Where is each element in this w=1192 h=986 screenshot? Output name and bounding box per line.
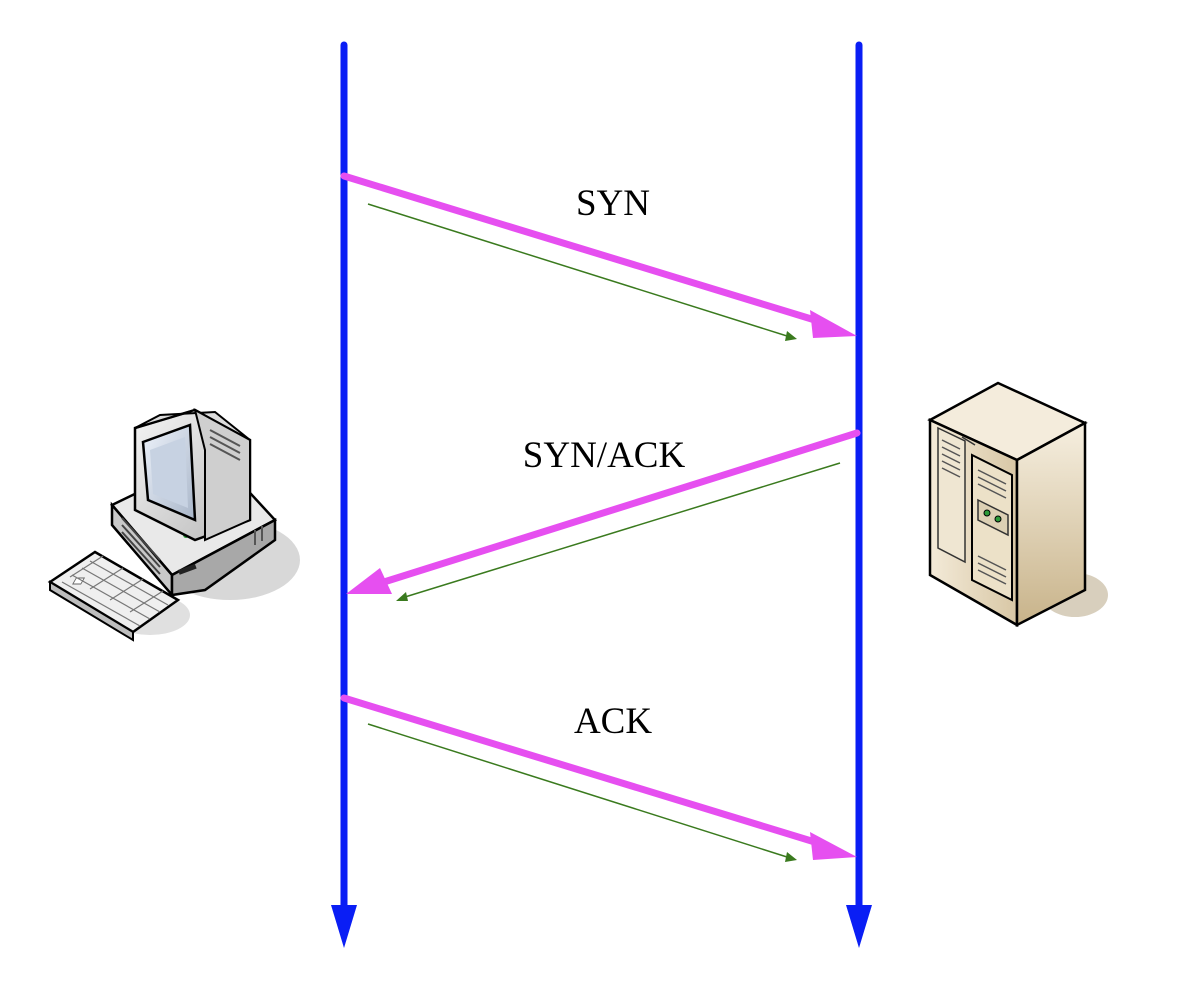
server-timeline-arrowhead	[846, 905, 872, 948]
client-timeline-arrowhead	[331, 905, 357, 948]
server-timeline	[846, 41, 872, 948]
ack-arrowhead	[810, 832, 857, 860]
syn-arrowhead	[810, 310, 857, 338]
client-timeline	[331, 41, 357, 948]
syn-ack-message: SYN/ACK	[346, 429, 861, 601]
server-tower-icon	[927, 381, 1108, 628]
syn-ack-label: SYN/ACK	[523, 435, 686, 476]
ack-message: ACK	[340, 694, 857, 862]
syn-message: SYN	[340, 172, 857, 341]
syn-ack-arrowhead	[346, 568, 392, 594]
ack-label: ACK	[574, 701, 652, 742]
syn-label: SYN	[576, 183, 650, 224]
desktop-computer-icon	[47, 408, 300, 642]
